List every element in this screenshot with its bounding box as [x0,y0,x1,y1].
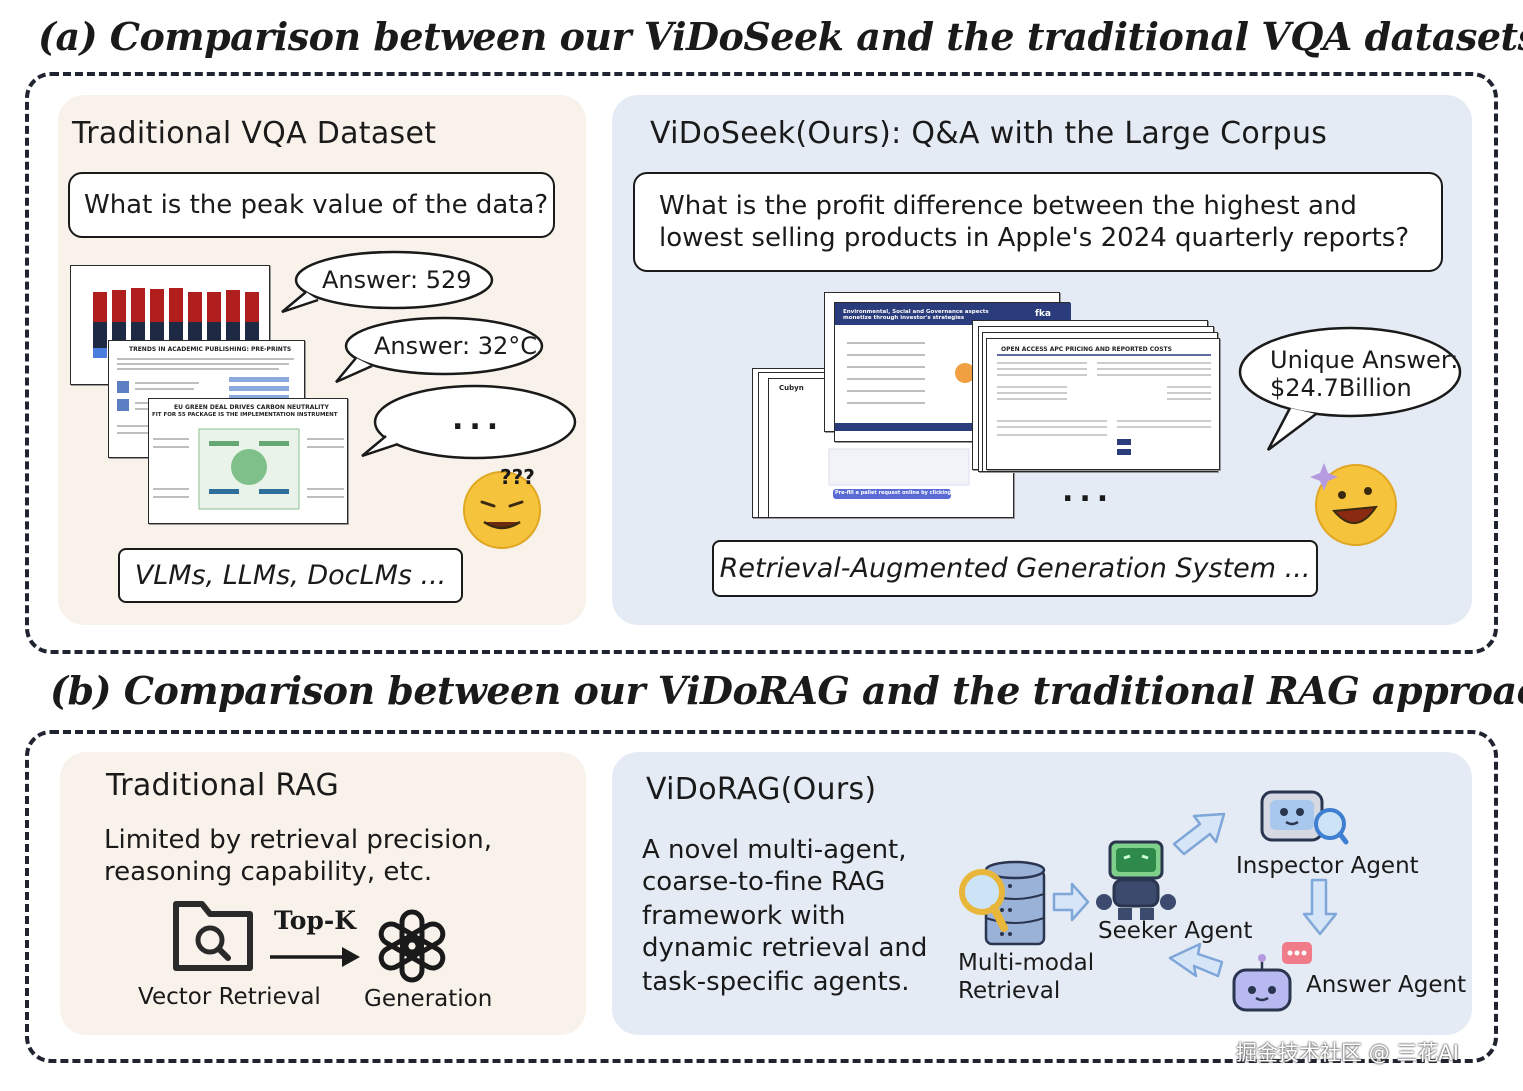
multimodal-retrieval-label-2: Retrieval [958,978,1061,1004]
vidoseek-question-line2: lowest selling products in Apple's 2024 … [659,223,1410,253]
answer-32c: Answer: 32°C [374,332,537,360]
vector-retrieval-label: Vector Retrieval [138,984,321,1010]
apc-banner: OPEN ACCESS APC PRICING AND REPORTED COS… [1001,346,1172,353]
traditional-rag-title: Traditional RAG [106,768,340,803]
section-b-frame [25,730,1498,1063]
section-b-title: (b) Comparison between our ViDoRAG and t… [50,668,1523,713]
thumb-bar-blue [93,348,107,358]
arrow-retrieval-to-seeker-icon [1052,882,1090,922]
database-search-icon [959,860,1046,946]
bar-chart-graphic [93,288,259,358]
green-deal-graphic [153,428,344,510]
thumb-bar-red [93,292,107,322]
thumb-bar-red [245,292,259,322]
preprints-banner: TRENDS IN ACADEMIC PUBLISHING: PRE-PRINT… [129,346,292,353]
traditional-vqa-title: Traditional VQA Dataset [72,116,437,151]
inspector-agent-label: Inspector Agent [1236,853,1419,879]
answer-robot-icon [1232,942,1312,1012]
unique-answer-line2: $24.7Billion [1270,374,1412,402]
topk-label: Top-K [274,906,356,935]
seeker-robot-icon [1096,840,1176,920]
green-deal-banner-1: EU GREEN DEAL DRIVES CARBON NEUTRALITY [174,404,329,411]
traditional-rag-panel [60,752,586,1035]
answer-529: Answer: 529 [322,266,472,294]
svg-text:???: ??? [500,465,535,489]
confused-emoji-icon: ??? [463,465,541,549]
cubyn-logo: Cubyn [779,384,804,392]
traditional-question-text: What is the peak value of the data? [84,190,549,220]
apc-document: OPEN ACCESS APC PRICING AND REPORTED COS… [986,338,1220,470]
cubyn-graphic [828,448,970,499]
thumb-bar-red [226,290,240,322]
thumb-bar-red [131,288,145,322]
section-a-title: (a) Comparison between our ViDoSeek and … [38,14,1523,59]
esg-banner: Environmental, Social and Governance asp… [843,309,989,321]
arrow-seeker-to-inspector-icon [1172,812,1226,856]
thumb-bar-red [169,288,183,322]
traditional-question-box: What is the peak value of the data? [68,172,555,238]
logo-loop [378,921,422,957]
fka-logo: fka [1035,309,1051,319]
folder-search-icon [173,901,253,971]
arrow-inspector-to-answer-icon [1302,878,1338,936]
happy-emoji-icon [1310,463,1397,546]
vidorag-desc-3: framework with [642,901,846,931]
vidorag-desc-2: coarse-to-fine RAG [642,867,886,897]
section-a-frame [25,72,1498,654]
traditional-rag-desc-line2: reasoning capability, etc. [104,857,433,887]
watermark-text: 掘金技术社区 @ 三花AI [1236,1041,1459,1065]
unique-answer-bubble [1238,326,1462,451]
vidorag-desc-1: A novel multi-agent, [642,835,907,865]
thumb-bar-red [112,290,126,322]
vidorag-desc-5: task-specific agents. [642,967,910,997]
vidoseek-question-box: What is the profit difference between th… [633,172,1443,272]
generation-label: Generation [364,986,493,1012]
thumb-bar-red [188,292,202,322]
cubyn-cta: Pre-fill a pallet request online by clic… [835,490,966,496]
arrow-answer-to-seeker-icon [1168,942,1224,978]
vidoseek-question-line1: What is the profit difference between th… [659,191,1357,221]
models-pill: VLMs, LLMs, DocLMs ... [118,548,463,603]
inspector-robot-icon [1260,790,1349,845]
vidoseek-title: ViDoSeek(Ours): Q&A with the Large Corpu… [650,116,1328,151]
unique-answer-line1: Unique Answer: [1270,346,1459,374]
vidorag-title: ViDoRAG(Ours) [646,772,877,807]
answer-ellipsis: ... [452,402,505,437]
thumb-bar-red [150,289,164,322]
more-documents-ellipsis: ... [1062,474,1115,509]
answer-bubbles-left [281,250,577,460]
traditional-rag-desc-line1: Limited by retrieval precision, [104,825,492,855]
flow-arrows [1052,812,1338,978]
green-deal-document: EU GREEN DEAL DRIVES CARBON NEUTRALITY F… [148,398,348,524]
seeker-agent-label: Seeker Agent [1098,918,1253,944]
thumb-bar-navy [93,322,107,348]
rag-system-pill: Retrieval-Augmented Generation System ..… [712,540,1318,597]
thumb-bar-red [207,292,221,322]
vidorag-desc-4: dynamic retrieval and [642,933,928,963]
apc-graphic [997,354,1211,455]
green-deal-banner-2: FIT FOR 55 PACKAGE IS THE IMPLEMENTATION… [152,412,338,418]
openai-logo-icon [378,909,446,983]
answer-agent-label: Answer Agent [1306,972,1467,998]
multimodal-retrieval-label-1: Multi-modal [958,950,1095,976]
topk-arrow-icon [270,947,360,967]
